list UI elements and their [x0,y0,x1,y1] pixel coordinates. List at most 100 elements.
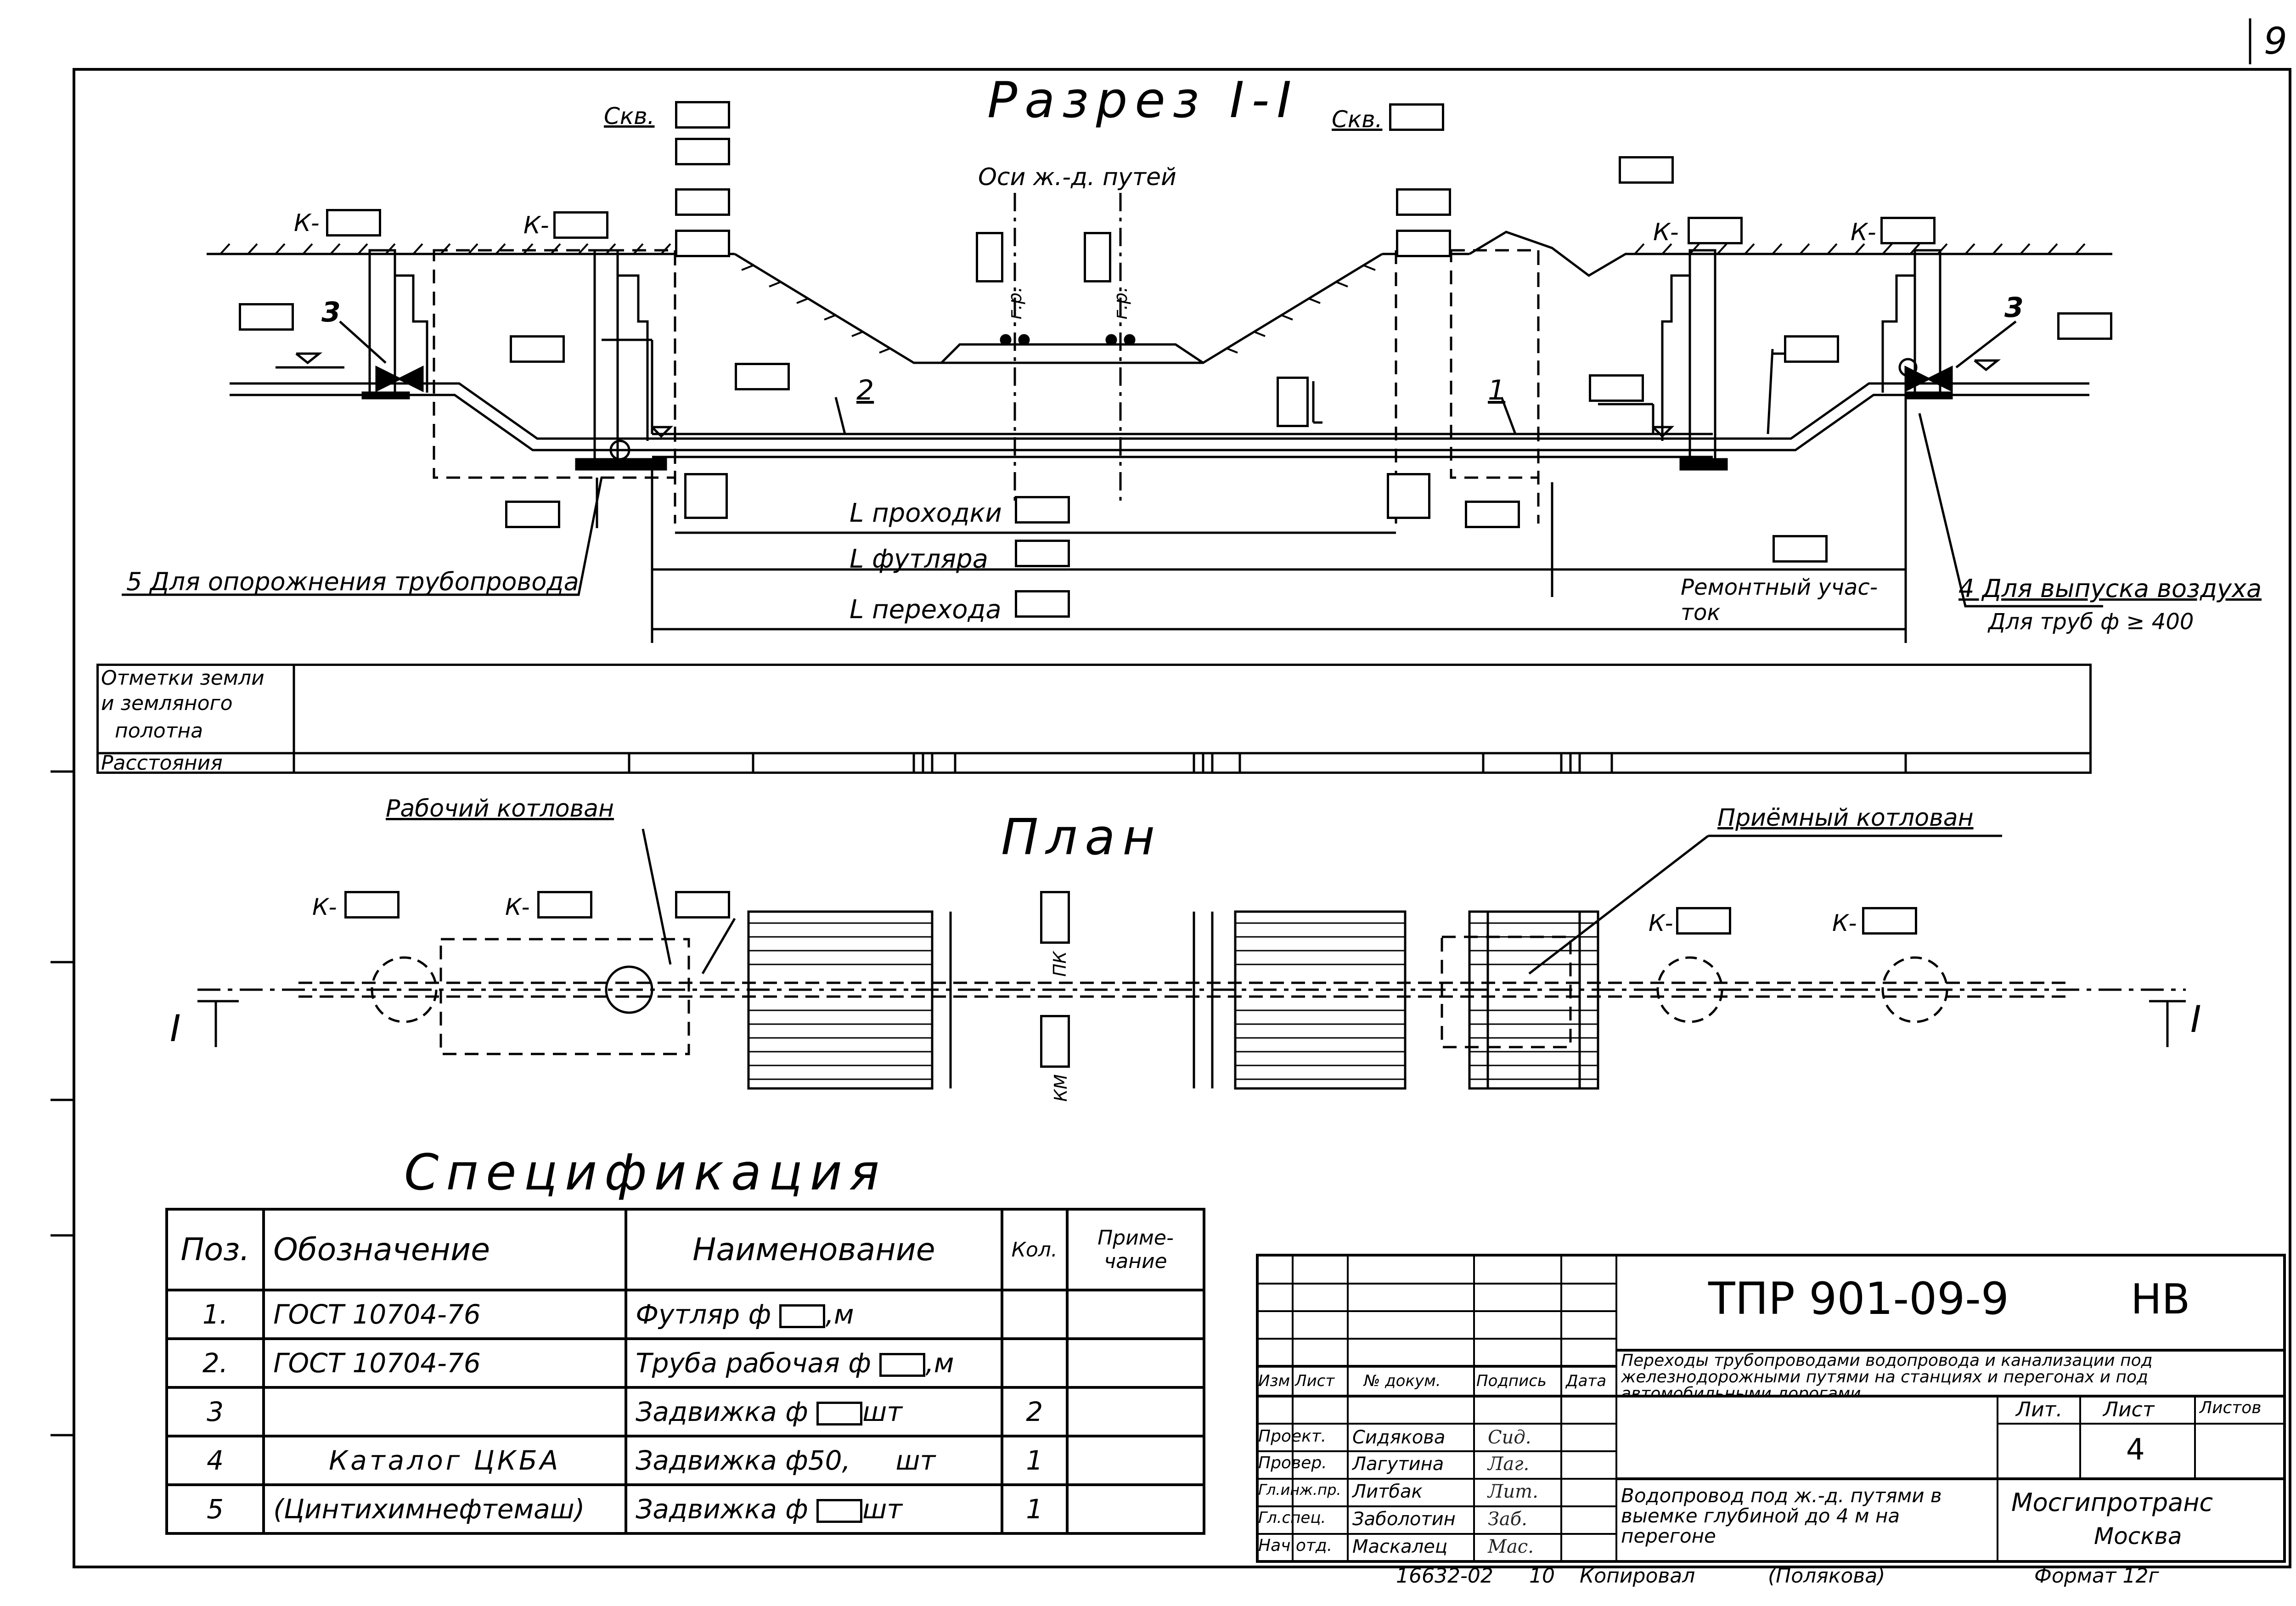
spec-name: Задвижка ф [636,1396,808,1427]
table-row: 4 Каталог ЦКБА Задвижка ф50, шт 1 [165,1435,1206,1486]
blank-box [675,101,730,129]
well-label-right: Скв. [1332,106,1383,133]
stamp-signature: Лаг. [1488,1454,1530,1475]
stamp-city: Москва [2094,1523,2182,1550]
profile-row2: Расстояния [101,751,223,775]
blank-box [1040,1015,1070,1068]
spec-qty: 2 [1000,1386,1069,1437]
plan-k-label: К- [312,894,337,920]
blank-box [675,188,730,216]
stamp-role: Нач.отд. [1258,1536,1333,1555]
pos-2: 2 [856,374,874,406]
footer-copier: (Полякова) [1768,1564,1885,1588]
blank-box [879,1352,926,1377]
k-label: К- [1851,219,1876,246]
spec-note [1065,1386,1206,1437]
spec-pos: 3 [165,1386,265,1437]
blank-box [505,501,560,528]
blank-box [1015,496,1070,524]
stamp-person: Литбак [1352,1481,1423,1502]
spec-name: Футляр ф [636,1299,771,1330]
blank-box [510,335,565,363]
stamp-person: Маскалец [1352,1536,1448,1557]
page-number: 9 [2264,20,2287,62]
spec-unit: шт [862,1396,903,1427]
section-mark-right: I [2190,998,2201,1041]
spec-unit: шт [895,1445,936,1476]
spec-header-name: Наименование [625,1208,1003,1291]
blank-box [1040,891,1070,944]
blank-box [1396,230,1451,257]
k-label: К- [523,212,549,239]
repair-note-2: ток [1681,600,1721,625]
blank-box [1589,374,1644,402]
table-row: 2. ГОСТ 10704-76 Труба рабочая ф ,м [165,1337,1206,1389]
pos-3-left: 3 [321,296,341,328]
repair-note-1: Ремонтный учас- [1681,575,1878,600]
blank-box [675,891,730,919]
stamp-col-izm: Изм [1258,1372,1290,1390]
section-mark-left: I [170,1007,181,1050]
k-box [537,891,592,919]
spec-note [1065,1337,1206,1389]
spec-name: Задвижка ф50, [636,1445,850,1476]
spec-unit: ,м [925,1347,954,1379]
pos-1: 1 [1488,374,1506,406]
blank-box [816,1401,863,1426]
spec-title: Спецификация [404,1144,887,1201]
blank-box [2057,312,2112,340]
blank-box [1084,232,1111,282]
stamp-person: Сидякова [1352,1427,1446,1448]
spec-designation [262,1386,628,1437]
spec-qty [1000,1337,1069,1389]
spec-name-cell: Труба рабочая ф ,м [625,1337,1003,1389]
stamp-sheets-label: Листов [2200,1398,2262,1417]
spec-header-qty: Кол. [1000,1208,1069,1291]
l-passage-label: L проходки [850,498,1002,528]
well-label-left: Скв. [604,103,655,130]
blank-box [675,138,730,165]
blank-box [1015,540,1070,567]
stamp-org: Мосгипротранс [2011,1488,2213,1517]
blank-box [1784,335,1839,363]
blank-box [1387,473,1430,519]
blank-box [684,473,728,519]
k-box [553,211,608,239]
spec-pos: 4 [165,1435,265,1486]
table-row: 5 (Цинтихимнефтемаш) Задвижка ф шт 1 [165,1483,1206,1535]
stamp-person: Заболотин [1352,1509,1456,1530]
spec-name-cell: Задвижка ф шт [625,1483,1003,1535]
plan-k-label: К- [1832,910,1857,936]
blank-box [1619,156,1674,184]
stamp-signature: Сид. [1488,1427,1531,1448]
stamp-role: Гл.инж.пр. [1258,1481,1341,1499]
stamp-col-list: Лист [1295,1372,1335,1390]
stamp-code: ТПР 901-09-9 [1708,1273,2009,1324]
k-label: К- [294,209,320,237]
work-pit-label: Рабочий котлован [386,795,614,823]
stamp-sheet-value: 4 [2126,1433,2145,1467]
spec-designation: ГОСТ 10704-76 [262,1289,628,1340]
blank-box [779,1304,826,1328]
spec-header-note: Приме-чание [1065,1208,1206,1291]
k-box [1688,217,1743,244]
air-note: 4 Для выпуска воздуха [1958,574,2262,603]
spec-name: Задвижка ф [636,1493,808,1525]
k-box [1880,217,1936,244]
stamp-col-doc: № докум. [1364,1372,1441,1390]
pos-3-right: 3 [2004,292,2024,324]
stamp-code-suffix: НВ [2131,1275,2190,1324]
k-label: К- [1653,219,1679,246]
stamp-sheet-title: Водопровод под ж.-д. путями в выемке глу… [1621,1484,1942,1547]
receive-pit-label: Приёмный котлован [1717,804,1974,832]
stamp-role: Проект. [1258,1427,1327,1446]
blank-box [1277,377,1309,427]
profile-row1-line3: полотна [115,719,203,743]
spec-name: Труба рабочая ф [636,1347,871,1379]
stamp-signature: Мас. [1488,1536,1534,1557]
k-box [1862,907,1917,935]
spec-qty: 1 [1000,1483,1069,1535]
